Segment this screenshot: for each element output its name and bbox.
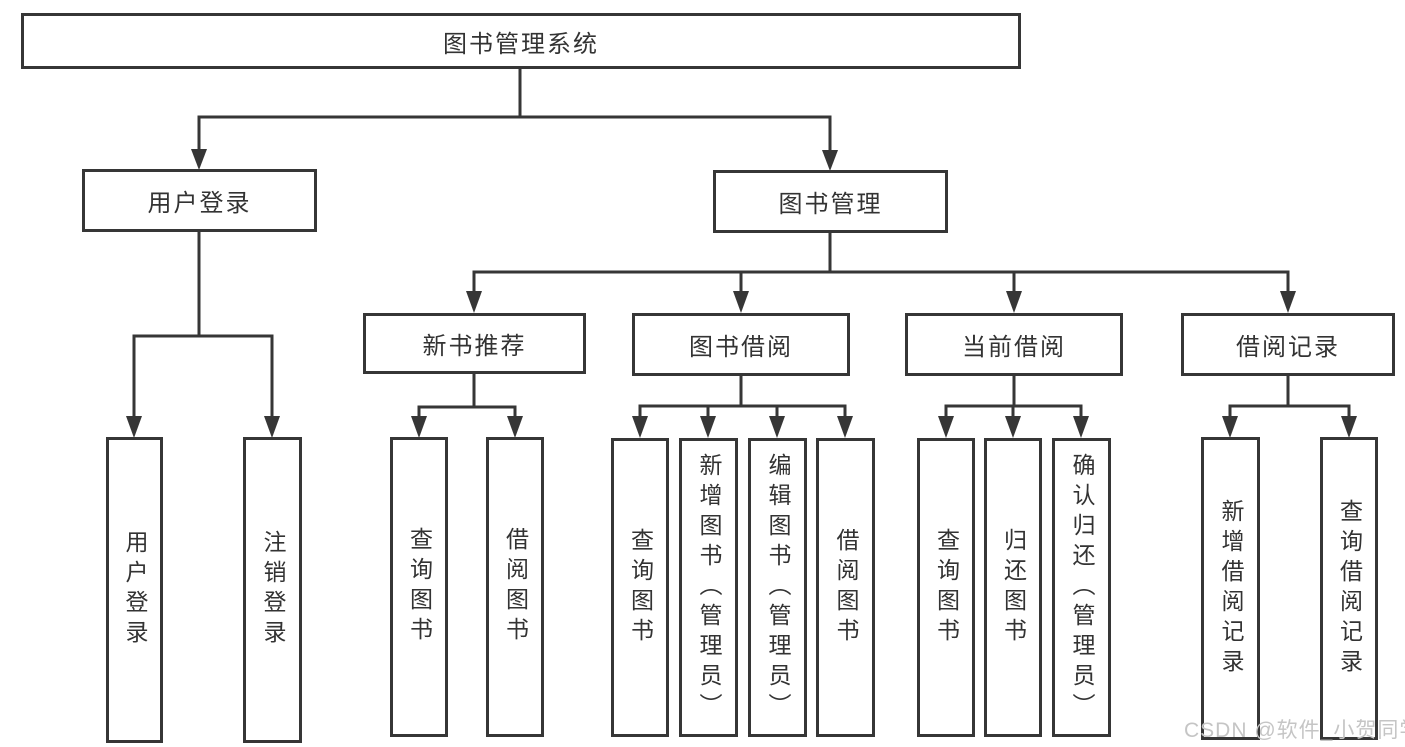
- node-current-borrowing-label: 当前借阅: [962, 334, 1066, 361]
- leaf-cb-confirm-return-admin: 确认归还（管理员）: [1052, 438, 1111, 737]
- leaf-br-query-record-label: 查询借阅记录: [1336, 498, 1363, 679]
- leaf-cb-query-books-label: 查询图书: [933, 527, 960, 648]
- leaf-user-login: 用户登录: [106, 437, 163, 743]
- node-root-system-label: 图书管理系统: [443, 30, 599, 58]
- leaf-nb-borrow-books: 借阅图书: [486, 437, 544, 737]
- leaf-bb-edit-books-admin-label: 编辑图书（管理员）: [765, 452, 791, 723]
- node-book-management-label: 图书管理: [778, 191, 883, 218]
- connector-current-borrow-leaves: [944, 376, 1083, 417]
- leaf-bb-add-books-admin: 新增图书（管理员）: [679, 438, 738, 737]
- leaf-nb-query-books-label: 查询图书: [406, 527, 433, 647]
- leaf-logout: 注销登录: [243, 437, 302, 743]
- leaf-br-add-record: 新增借阅记录: [1201, 437, 1260, 740]
- node-borrowing-records: 借阅记录: [1181, 313, 1395, 376]
- node-user-login-label: 用户登录: [147, 190, 252, 217]
- node-book-borrowing-label: 图书借阅: [689, 334, 793, 361]
- node-root-system: 图书管理系统: [21, 13, 1021, 69]
- node-user-login: 用户登录: [82, 169, 317, 232]
- leaf-bb-borrow-books: 借阅图书: [816, 438, 875, 737]
- leaf-bb-add-books-admin-label: 新增图书（管理员）: [696, 452, 722, 723]
- node-new-book-recommendation: 新书推荐: [363, 313, 586, 374]
- connector-user-login-to-leaves: [132, 232, 274, 417]
- leaf-cb-return-books: 归还图书: [984, 438, 1042, 737]
- leaf-bb-borrow-books-label: 借阅图书: [833, 527, 859, 648]
- leaf-bb-query-books: 查询图书: [611, 438, 669, 737]
- leaf-logout-label: 注销登录: [260, 530, 286, 650]
- leaf-bb-query-books-label: 查询图书: [627, 527, 654, 648]
- node-book-management: 图书管理: [713, 170, 948, 233]
- connector-book-borrow-leaves: [638, 376, 847, 417]
- arrowheads-user-login-leaves: [126, 416, 280, 438]
- connector-book-mgmt-to-level2: [472, 233, 1290, 292]
- connector-new-book-rec-leaves: [417, 374, 517, 417]
- node-book-borrowing: 图书借阅: [632, 313, 850, 376]
- leaf-cb-return-books-label: 归还图书: [1000, 527, 1027, 648]
- arrowheads-borrow-records-leaves: [1222, 416, 1357, 438]
- arrowheads-current-borrow-leaves: [938, 416, 1089, 438]
- leaf-cb-query-books: 查询图书: [917, 438, 975, 737]
- arrowheads-book-mgmt-level2: [466, 291, 1296, 313]
- node-current-borrowing: 当前借阅: [905, 313, 1123, 376]
- node-borrowing-records-label: 借阅记录: [1236, 334, 1340, 361]
- arrowheads-book-borrow-leaves: [632, 416, 853, 438]
- leaf-nb-borrow-books-label: 借阅图书: [502, 527, 529, 647]
- node-new-book-recommendation-label: 新书推荐: [422, 333, 527, 360]
- leaf-cb-confirm-return-admin-label: 确认归还（管理员）: [1069, 452, 1095, 723]
- leaf-br-query-record: 查询借阅记录: [1320, 437, 1378, 740]
- connector-borrow-records-leaves: [1228, 376, 1351, 417]
- leaf-nb-query-books: 查询图书: [390, 437, 448, 737]
- leaf-user-login-label: 用户登录: [122, 530, 148, 650]
- csdn-watermark: CSDN @软件_小贺同学: [1184, 719, 1405, 742]
- leaf-br-add-record-label: 新增借阅记录: [1218, 498, 1244, 679]
- leaf-bb-edit-books-admin: 编辑图书（管理员）: [748, 438, 807, 737]
- arrowheads-new-book-rec-leaves: [411, 416, 523, 438]
- arrowheads-root-to-level1: [191, 149, 838, 171]
- connector-root-to-level1: [197, 69, 832, 151]
